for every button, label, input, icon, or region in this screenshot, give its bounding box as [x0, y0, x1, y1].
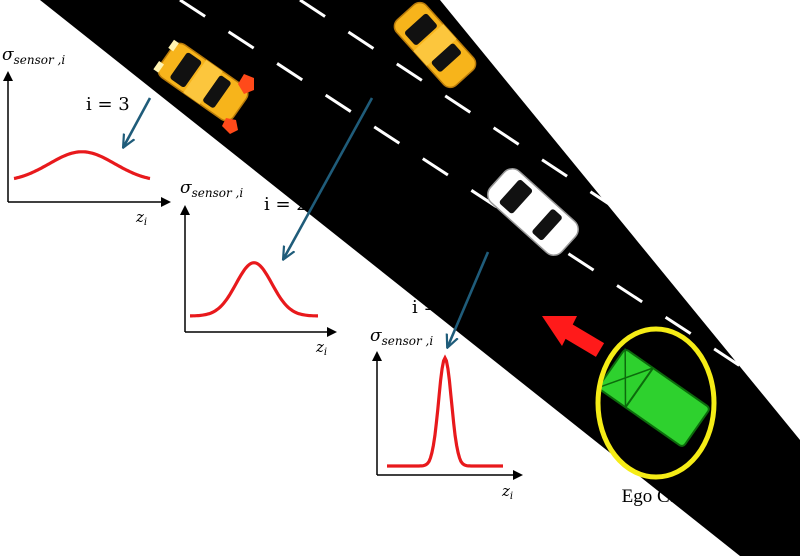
road — [40, 0, 800, 556]
lane-marking — [179, 0, 800, 407]
arrow-icon — [124, 97, 152, 146]
sigma-label: σsensor ,i — [370, 326, 433, 348]
sensor-plot-3: σsensor ,i zi i = 3 — [2, 45, 171, 228]
gaussian-curve — [387, 354, 503, 468]
gaussian-curve — [13, 150, 151, 181]
sigma-label: σsensor ,i — [2, 45, 65, 67]
index-label: i = 3 — [86, 94, 130, 115]
arrow-icon — [284, 97, 374, 258]
ego-car-label: Ego Car — [622, 486, 685, 507]
taxi-light — [238, 74, 254, 94]
lane-marking — [299, 0, 800, 332]
index-label: i = 1 — [412, 297, 456, 318]
z-label: zi — [315, 338, 327, 358]
taxi-light — [222, 118, 238, 134]
ego-highlight-ellipse — [595, 326, 717, 480]
z-label: zi — [135, 208, 147, 228]
z-label: zi — [501, 482, 513, 502]
sensor-plot-2: σsensor ,i zi i = 2 — [180, 178, 337, 358]
sensor-plot-1: σsensor ,i zi i = 1 — [370, 297, 523, 502]
index-label: i = 2 — [264, 194, 308, 215]
sigma-label: σsensor ,i — [180, 178, 243, 200]
arrow-icon — [448, 251, 490, 346]
white-car — [487, 168, 579, 256]
red-arrow-icon — [542, 316, 605, 357]
taxi-car — [393, 1, 477, 89]
taxi-car — [153, 39, 249, 122]
ego-car — [597, 348, 710, 447]
gaussian-curve — [190, 261, 318, 318]
